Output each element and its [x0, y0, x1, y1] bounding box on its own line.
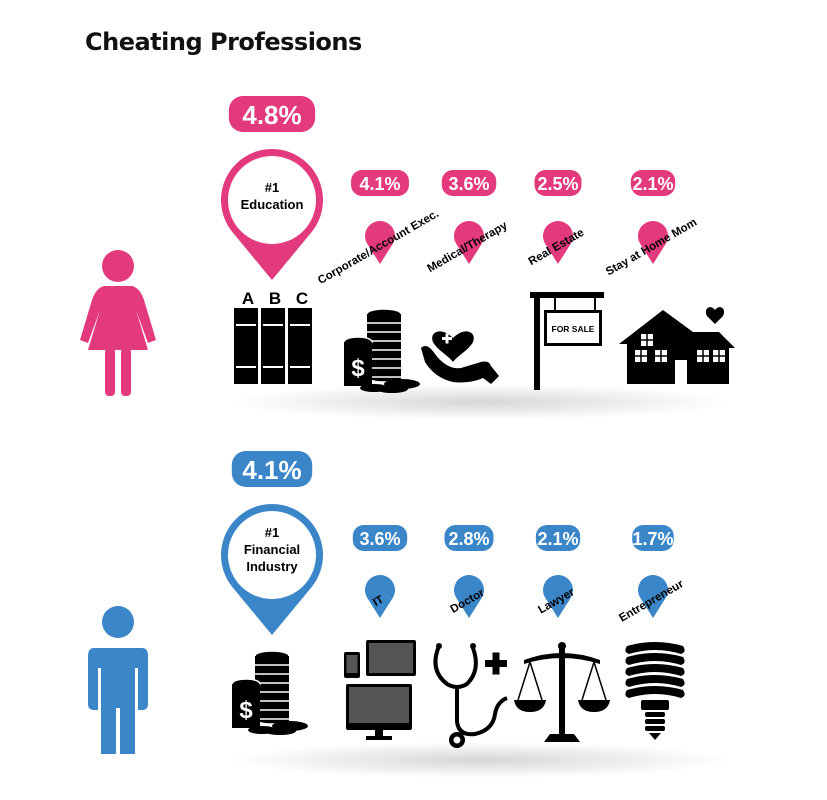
top-rank: #1: [265, 180, 279, 195]
scales-icon: [514, 642, 610, 742]
coins-icon: $: [231, 650, 308, 735]
top-value-badge: [231, 451, 313, 487]
category-pin: [543, 221, 573, 264]
top-rank: #1: [265, 525, 279, 540]
value-label: 4.1%: [359, 174, 400, 194]
light-bulb-icon: [625, 642, 685, 740]
for-sale-sign-icon: FOR SALE: [530, 292, 604, 390]
book-letter: B: [269, 289, 281, 308]
category-pin: [365, 575, 395, 618]
value-label: 3.6%: [359, 529, 400, 549]
dollar-sign: $: [239, 697, 253, 724]
page-title: Cheating Professions: [85, 28, 362, 56]
value-badge: [444, 525, 494, 551]
value-label: 1.7%: [632, 529, 673, 549]
woman-icon: [80, 250, 156, 396]
top-value-badge: [228, 96, 316, 132]
man-icon: [88, 606, 148, 754]
value-label: 2.1%: [537, 529, 578, 549]
category-pin: [365, 221, 395, 264]
value-badge: [352, 525, 408, 551]
value-label: 2.8%: [448, 529, 489, 549]
dollar-sign: $: [351, 355, 365, 382]
value-label: 3.6%: [448, 174, 489, 194]
value-badge: [534, 170, 582, 196]
computer-devices-icon: [344, 640, 416, 740]
category-pin: [454, 575, 484, 618]
house-heart-icon: [619, 307, 735, 384]
value-label: 2.1%: [632, 174, 673, 194]
value-badge: [351, 170, 409, 196]
value-badge: [441, 170, 497, 196]
category-pin: [454, 221, 485, 264]
value-label: 2.5%: [537, 174, 578, 194]
book-letter: C: [296, 289, 308, 308]
top-category: Education: [241, 197, 304, 212]
coins-icon: $: [343, 308, 420, 393]
category-label: Corporate/Account Exec.: [316, 208, 441, 287]
book-letter: A: [242, 289, 254, 308]
category-pin: [638, 221, 669, 264]
top-value-label: 4.1%: [242, 455, 301, 485]
top-category: Financial: [244, 542, 300, 557]
for-sale-text: FOR SALE: [552, 324, 595, 334]
value-badge: [535, 525, 581, 551]
top-category-line2: Industry: [246, 559, 298, 574]
category-pin: [543, 575, 574, 618]
men-panel: 4.1%#1FinancialIndustry$3.6%IT2.8%Doctor…: [88, 451, 730, 778]
icon-shadow: [230, 384, 730, 420]
value-badge: [632, 525, 674, 551]
icon-shadow: [230, 742, 730, 778]
category-pin: [638, 575, 668, 618]
value-badge: [630, 170, 676, 196]
stethoscope-icon: [433, 643, 508, 748]
top-value-label: 4.8%: [242, 100, 301, 130]
heart-hand-icon: [421, 331, 499, 384]
